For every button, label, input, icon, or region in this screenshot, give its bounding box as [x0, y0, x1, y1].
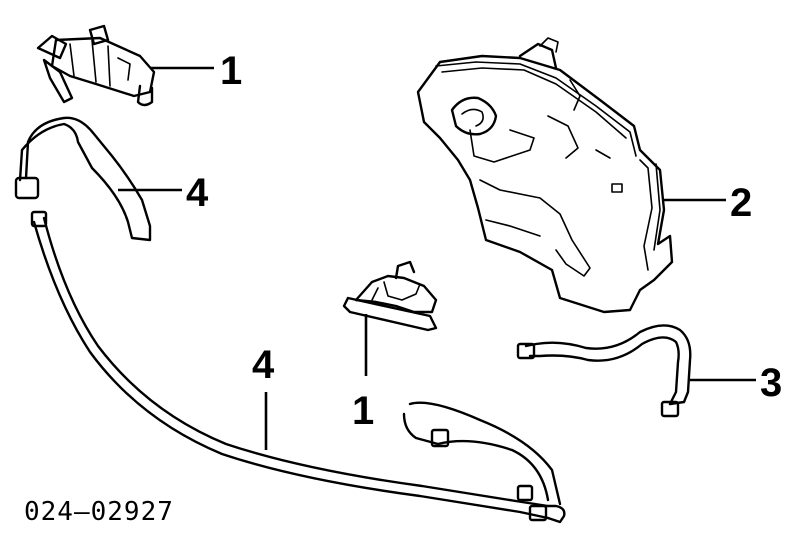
- hose-small-left: [14, 116, 152, 242]
- hose-long: [30, 210, 566, 524]
- hose-right: [516, 324, 692, 418]
- callout-1-middle: 1: [352, 389, 374, 433]
- washer-reservoir: [416, 37, 674, 314]
- callout-4-left: 4: [186, 171, 209, 215]
- callout-3: 3: [760, 361, 782, 405]
- washer-jet-part-top: [36, 24, 156, 107]
- callout-2: 2: [730, 181, 752, 225]
- washer-jet-part-middle: [342, 260, 438, 332]
- callout-1-top: 1: [220, 49, 242, 93]
- diagram-part-number: 024—02927: [24, 497, 174, 527]
- callout-4-middle: 4: [252, 343, 275, 387]
